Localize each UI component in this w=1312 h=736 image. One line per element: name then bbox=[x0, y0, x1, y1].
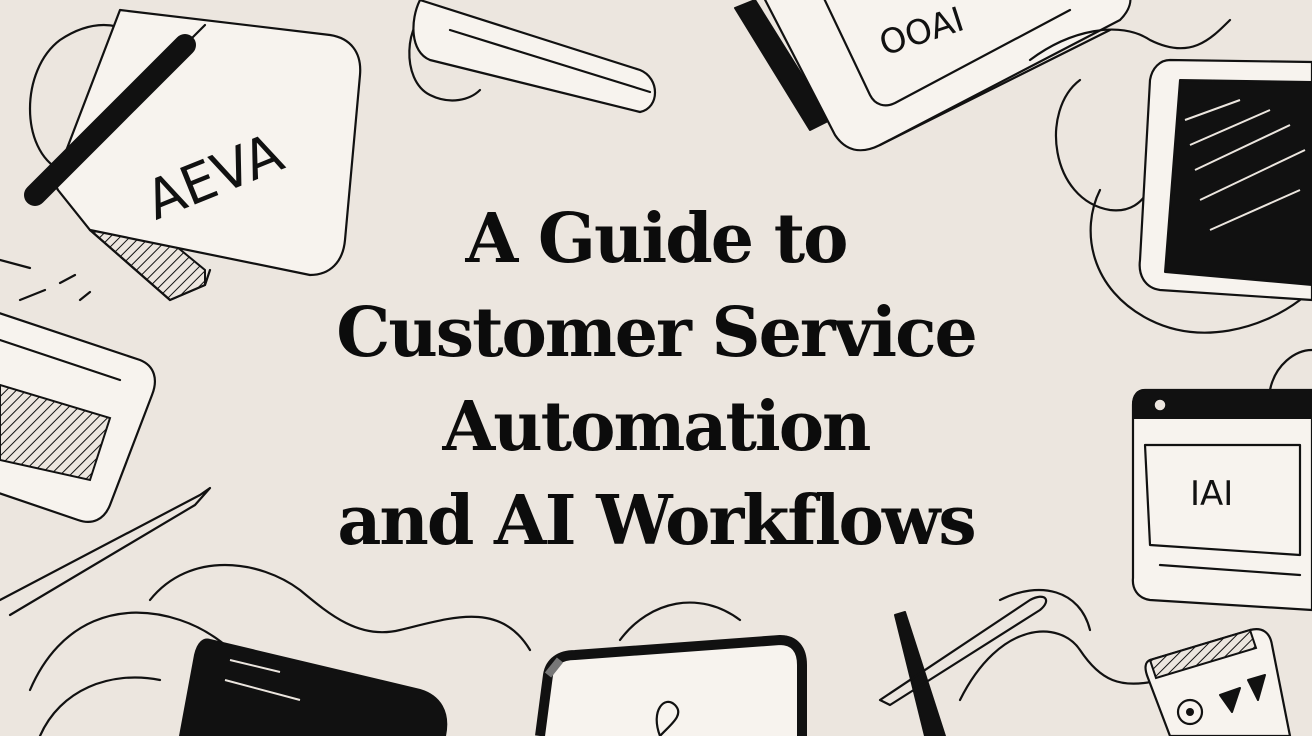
title-line-2: Customer Service bbox=[336, 293, 978, 373]
title-line-4: and AI Workflows bbox=[337, 481, 976, 561]
title-line-3: Automation bbox=[442, 387, 871, 467]
title-line-1: A Guide to bbox=[465, 199, 848, 279]
tablet-outline-icon bbox=[535, 601, 807, 736]
page-title: A Guide to Customer Service Automation a… bbox=[0, 192, 1312, 568]
window-label: IAI bbox=[1190, 474, 1233, 514]
tablet-card-icon: OOAI bbox=[734, 0, 1232, 152]
window-dot-icon bbox=[1153, 398, 1167, 412]
dark-tablet-icon bbox=[148, 563, 532, 736]
hatched-window-icon bbox=[0, 258, 156, 523]
capsule-icon bbox=[408, 0, 656, 114]
phone-icon bbox=[1144, 628, 1292, 736]
pen-icon bbox=[24, 34, 196, 206]
monitor-icon bbox=[1054, 58, 1312, 334]
notebook-icon: AEVA bbox=[24, 8, 362, 302]
browser-window-icon: IAI bbox=[1131, 348, 1312, 612]
stylus-icon bbox=[878, 588, 1162, 736]
